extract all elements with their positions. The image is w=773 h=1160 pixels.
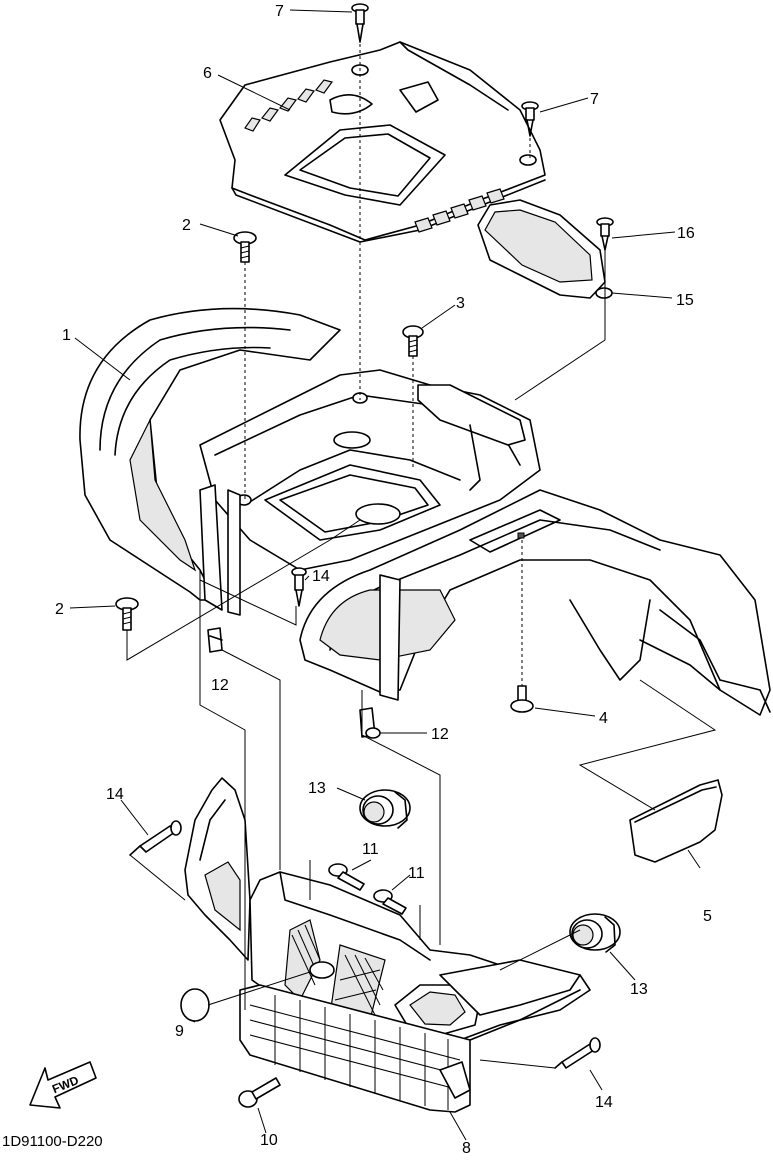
callout-3: 3 — [456, 295, 465, 312]
callout-leaders — [69, 9, 701, 1141]
callout-4: 4 — [599, 710, 608, 727]
part-14-rivet-left — [129, 820, 182, 856]
callout-2-upper: 2 — [182, 217, 191, 234]
drawing-code: 1D91100-D220 — [2, 1133, 103, 1150]
part-11-bolt-right — [373, 889, 407, 915]
part-7-screw-right — [521, 101, 539, 137]
part-7-screw-top — [351, 3, 369, 43]
part-12-clip-left — [207, 627, 223, 653]
callout-2-lower: 2 — [55, 601, 64, 618]
callout-11-right: 11 — [408, 865, 425, 882]
callout-1: 1 — [62, 327, 71, 344]
callout-7-top: 7 — [275, 3, 284, 20]
callout-6: 6 — [203, 65, 212, 82]
fwd-direction-arrow: FWD — [29, 1061, 97, 1109]
part-13-grommet-right — [569, 913, 621, 953]
part-8-front-grille — [184, 777, 591, 1113]
callout-5: 5 — [703, 908, 712, 925]
callout-10: 10 — [260, 1132, 278, 1149]
part-15-bracket — [477, 199, 613, 299]
part-14-rivet-right — [554, 1037, 601, 1069]
callout-14-upper: 14 — [312, 568, 330, 585]
callout-15: 15 — [676, 292, 694, 309]
part-1-front-fender — [79, 307, 771, 716]
callout-12-right: 12 — [431, 726, 449, 743]
part-12-clip-right — [359, 707, 381, 739]
part-4-bolt — [510, 685, 534, 713]
callout-12-left: 12 — [211, 677, 229, 694]
callout-13-right: 13 — [630, 981, 648, 998]
part-2-bolt-lower — [115, 597, 139, 631]
vent-slots-right — [414, 188, 505, 233]
part-10-bolt — [238, 1077, 281, 1108]
callout-16: 16 — [677, 225, 695, 242]
callout-14-left: 14 — [106, 786, 124, 803]
callout-14-right: 14 — [595, 1094, 613, 1111]
callout-11-left: 11 — [362, 841, 379, 858]
grille-bars — [249, 995, 461, 1110]
assembly-lines — [126, 44, 717, 1069]
part-5-plate — [629, 779, 723, 863]
part-13-grommet-left — [359, 789, 411, 829]
part-16-screw — [596, 217, 614, 251]
part-11-bolt-left — [328, 863, 365, 891]
vent-slots-left — [244, 79, 334, 132]
callout-7-right: 7 — [590, 91, 599, 108]
part-3-bolt — [402, 325, 424, 357]
part-6-top-cover — [219, 41, 546, 243]
part-2-bolt-upper — [233, 231, 257, 263]
callout-numbers: 7 6 7 2 16 15 3 1 14 2 12 4 12 13 14 11 … — [55, 3, 712, 1157]
callout-8: 8 — [462, 1140, 471, 1155]
part-9-cap — [180, 988, 210, 1022]
part-14-rivet-upper — [291, 567, 307, 607]
callout-13-left: 13 — [308, 780, 326, 797]
callout-9: 9 — [175, 1023, 184, 1040]
